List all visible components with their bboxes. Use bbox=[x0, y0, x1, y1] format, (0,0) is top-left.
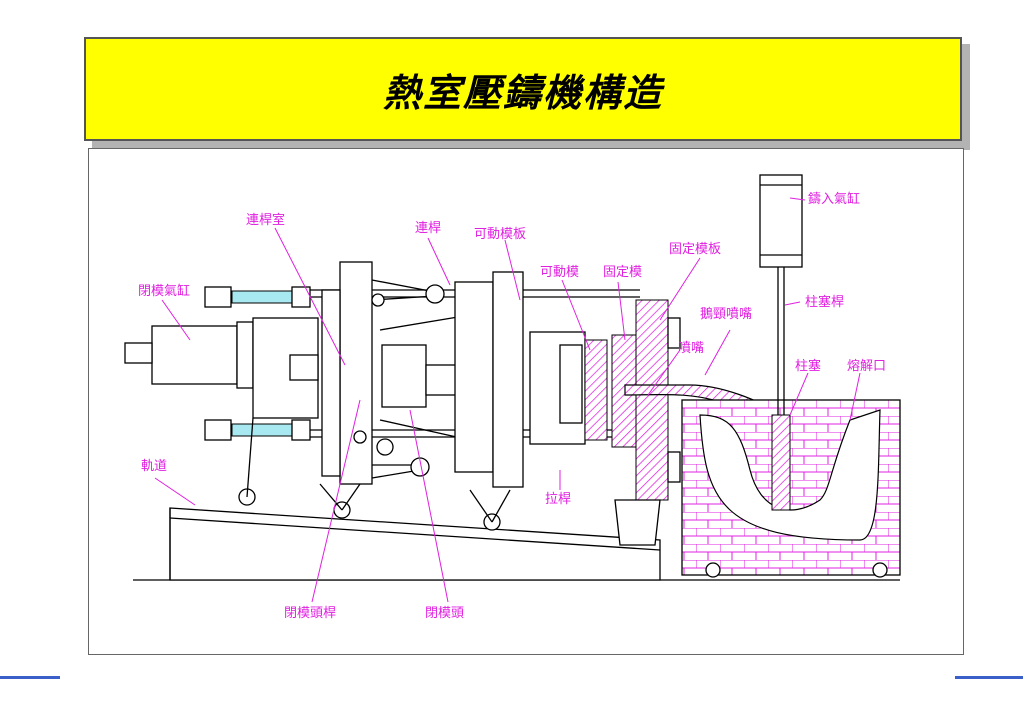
leader-lines bbox=[154, 197, 861, 603]
label-plunger: 柱塞 bbox=[795, 358, 821, 374]
injection-cylinder bbox=[759, 174, 803, 511]
label-close-cylinder: 閉模氣缸 bbox=[138, 283, 190, 299]
label-injection-cylinder: 鑄入氣缸 bbox=[808, 191, 860, 207]
label-movable-die: 可動模 bbox=[540, 265, 579, 280]
movable-platen bbox=[454, 271, 524, 488]
furnace bbox=[681, 399, 901, 578]
toggle-links bbox=[238, 279, 511, 531]
fixed-platen bbox=[614, 299, 681, 546]
label-tie-bar: 拉桿 bbox=[545, 492, 571, 507]
footer-line-right bbox=[955, 676, 1023, 679]
label-close-head: 閉模頭 bbox=[425, 606, 464, 621]
link-chamber-plate bbox=[321, 261, 373, 485]
close-head bbox=[381, 344, 457, 408]
label-fixed-platen: 固定模板 bbox=[669, 242, 721, 257]
footer-line-left bbox=[0, 676, 60, 679]
label-melting-pot: 熔解口 bbox=[847, 359, 886, 374]
rail-base bbox=[169, 507, 661, 581]
label-rail: 軌道 bbox=[141, 458, 167, 474]
title-banner: 熱室壓鑄機構造 bbox=[84, 37, 962, 141]
label-link-rod: 連桿 bbox=[415, 221, 441, 236]
label-close-head-rod: 閉模頭桿 bbox=[284, 606, 336, 621]
label-nozzle: 噴嘴 bbox=[678, 341, 704, 356]
movable-die bbox=[529, 331, 608, 445]
label-movable-platen: 可動模板 bbox=[474, 227, 526, 242]
label-gooseneck-nozzle: 鵝頸噴嘴 bbox=[700, 307, 752, 322]
label-plunger-rod: 柱塞桿 bbox=[805, 294, 844, 310]
page-title: 熱室壓鑄機構造 bbox=[382, 69, 663, 115]
label-fixed-die: 固定模 bbox=[603, 265, 642, 280]
close-cylinder bbox=[124, 317, 319, 419]
label-link-chamber: 連桿室 bbox=[246, 212, 285, 228]
